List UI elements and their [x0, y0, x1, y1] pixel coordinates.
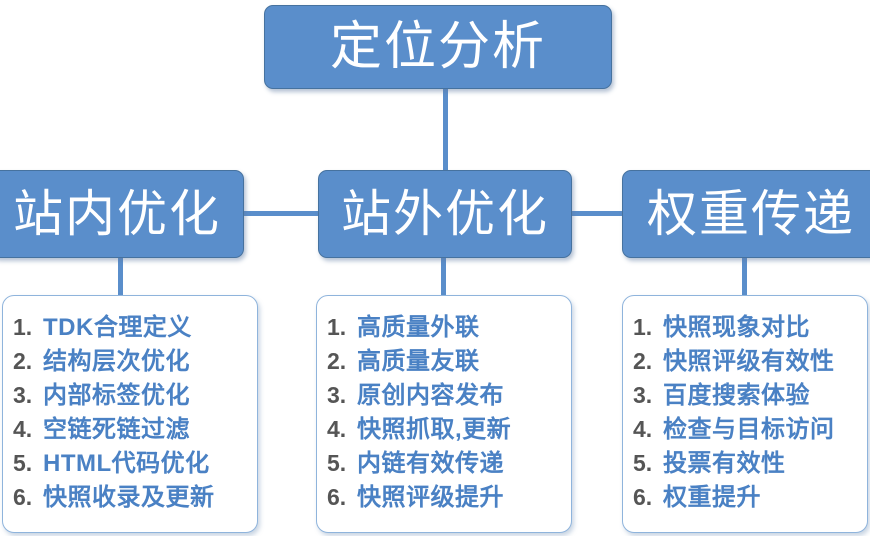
list-item-label: 内部标签优化: [43, 382, 190, 409]
branch-box-outer-label: 站外优化: [341, 186, 549, 242]
list-item: 1. TDK合理定义: [13, 310, 251, 344]
list-item-number: 4.: [327, 416, 347, 442]
branch-box-weight-label: 权重传递: [647, 186, 855, 242]
list-item: 3. 内部标签优化: [13, 378, 251, 412]
list-panel-weight: 1. 快照现象对比 2. 快照评级有效性 3. 百度搜索体验 4. 检查与目标访…: [622, 295, 868, 533]
branch-box-weight[interactable]: 权重传递: [622, 170, 870, 258]
list-item: 3. 原创内容发布: [327, 378, 565, 412]
list-item-number: 4.: [13, 416, 33, 442]
list-item-label: 结构层次优化: [43, 348, 190, 375]
list-panel-inner: 1. TDK合理定义 2. 结构层次优化 3. 内部标签优化 4. 空链死链过滤…: [2, 295, 258, 533]
list-weight: 1. 快照现象对比 2. 快照评级有效性 3. 百度搜索体验 4. 检查与目标访…: [633, 310, 861, 514]
list-item-label: 快照评级有效性: [663, 348, 835, 375]
list-item-number: 1.: [327, 314, 347, 340]
list-item-number: 6.: [13, 484, 33, 510]
list-item-label: 百度搜索体验: [663, 382, 810, 409]
list-item-label: 内链有效传递: [357, 450, 504, 477]
list-outer: 1. 高质量外联 2. 高质量友联 3. 原创内容发布 4. 快照抓取,更新 5…: [327, 310, 565, 514]
list-item-number: 5.: [633, 450, 653, 476]
list-item: 4. 空链死链过滤: [13, 412, 251, 446]
list-item-number: 6.: [327, 484, 347, 510]
connector-outer-to-list: [441, 255, 446, 299]
list-item-label: 空链死链过滤: [43, 416, 190, 443]
list-item-number: 2.: [633, 348, 653, 374]
list-item: 2. 高质量友联: [327, 344, 565, 378]
list-item: 5. 投票有效性: [633, 446, 861, 480]
list-item-label: 权重提升: [663, 484, 761, 511]
list-item-number: 1.: [633, 314, 653, 340]
title-box-label: 定位分析: [329, 18, 546, 76]
list-item-label: HTML代码优化: [43, 450, 210, 477]
list-item-label: TDK合理定义: [43, 314, 192, 341]
list-item-label: 快照现象对比: [663, 314, 810, 341]
list-item: 1. 快照现象对比: [633, 310, 861, 344]
list-item: 5. 内链有效传递: [327, 446, 565, 480]
list-item: 4. 检查与目标访问: [633, 412, 861, 446]
list-item: 6. 权重提升: [633, 480, 861, 514]
list-item: 2. 快照评级有效性: [633, 344, 861, 378]
list-item-number: 1.: [13, 314, 33, 340]
list-item-number: 6.: [633, 484, 653, 510]
branch-box-inner-label: 站内优化: [13, 186, 221, 242]
list-item-label: 高质量外联: [357, 314, 480, 341]
list-item-number: 5.: [327, 450, 347, 476]
connector-inner-to-list: [118, 255, 123, 299]
list-item-number: 4.: [633, 416, 653, 442]
branch-box-outer[interactable]: 站外优化: [318, 170, 572, 258]
list-item-label: 快照评级提升: [357, 484, 504, 511]
list-item-number: 5.: [13, 450, 33, 476]
list-item: 2. 结构层次优化: [13, 344, 251, 378]
list-item-number: 3.: [327, 382, 347, 408]
list-item-number: 2.: [327, 348, 347, 374]
connector-weight-to-list: [742, 255, 747, 299]
list-item-label: 高质量友联: [357, 348, 480, 375]
branch-box-inner[interactable]: 站内优化: [0, 170, 244, 258]
list-item-number: 3.: [13, 382, 33, 408]
title-box[interactable]: 定位分析: [264, 5, 612, 89]
connector-inner-to-outer: [241, 211, 321, 216]
list-item: 4. 快照抓取,更新: [327, 412, 565, 446]
list-inner: 1. TDK合理定义 2. 结构层次优化 3. 内部标签优化 4. 空链死链过滤…: [13, 310, 251, 514]
list-item: 6. 快照收录及更新: [13, 480, 251, 514]
list-item-number: 2.: [13, 348, 33, 374]
list-item: 6. 快照评级提升: [327, 480, 565, 514]
connector-outer-to-weight: [569, 211, 625, 216]
list-item-label: 快照抓取,更新: [357, 416, 512, 443]
list-item-label: 原创内容发布: [357, 382, 504, 409]
list-item: 3. 百度搜索体验: [633, 378, 861, 412]
list-item: 1. 高质量外联: [327, 310, 565, 344]
list-item-label: 快照收录及更新: [43, 484, 215, 511]
list-panel-outer: 1. 高质量外联 2. 高质量友联 3. 原创内容发布 4. 快照抓取,更新 5…: [316, 295, 572, 533]
list-item-number: 3.: [633, 382, 653, 408]
list-item: 5. HTML代码优化: [13, 446, 251, 480]
list-item-label: 检查与目标访问: [663, 416, 835, 443]
connector-title-to-outer: [443, 86, 448, 172]
list-item-label: 投票有效性: [663, 450, 786, 477]
